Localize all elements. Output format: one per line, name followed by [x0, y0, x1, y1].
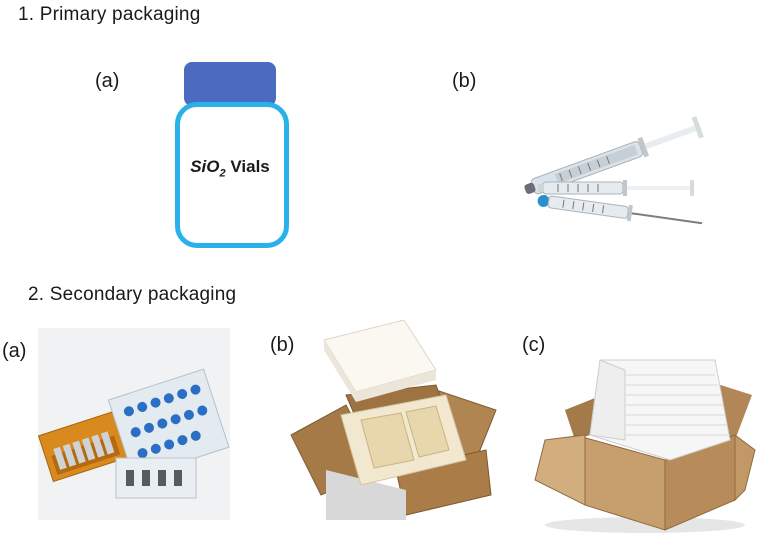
vial-cap [184, 62, 276, 106]
primary-panel-b-label: (b) [452, 70, 477, 92]
secondary-panel-b-label: (b) [270, 334, 295, 356]
orange-vial-tray [37, 411, 129, 483]
syringe-large [524, 116, 704, 195]
syringes-image [508, 100, 723, 275]
insulated-shipper-image [286, 319, 501, 520]
vial-body [175, 102, 289, 248]
primary-panel-a-label: (a) [95, 70, 120, 92]
vial-label: SiO2 Vials [190, 157, 270, 180]
secondary-panel-a-label: (a) [2, 340, 27, 362]
insulated-liner-box-image [530, 340, 760, 535]
syringe-medium [538, 180, 694, 196]
secondary-packaging-heading: 2. Secondary packaging [28, 284, 237, 305]
small-vial-box [115, 457, 197, 499]
vial-trays-image [37, 328, 230, 520]
secondary-panel-c-label: (c) [522, 334, 546, 356]
primary-packaging-heading: 1. Primary packaging [18, 4, 201, 25]
sio2-vial-diagram: SiO2 Vials [168, 62, 292, 254]
syringe-needle [537, 194, 703, 225]
